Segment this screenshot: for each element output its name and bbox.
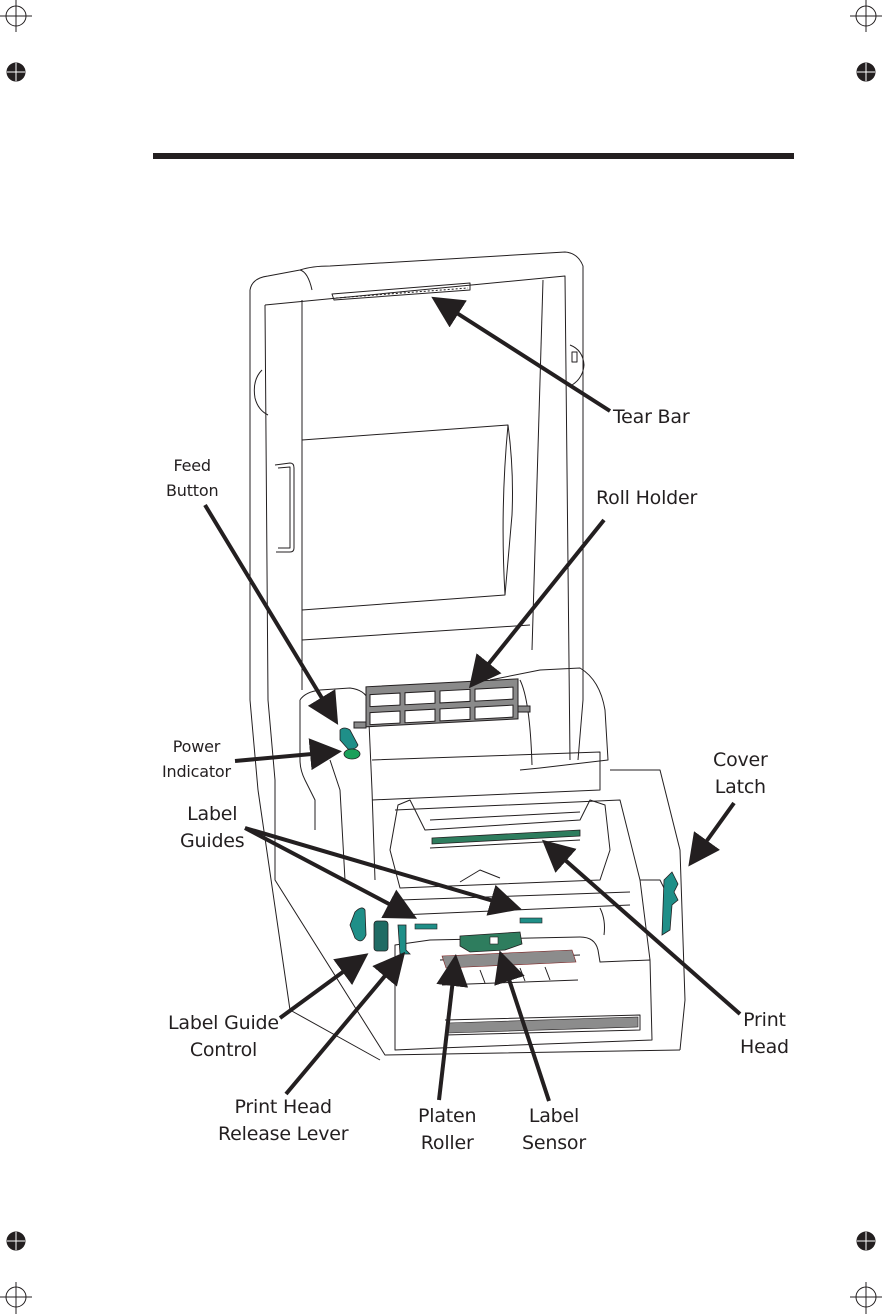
callout-line: Guides: [180, 830, 245, 852]
header-rule: [153, 153, 794, 159]
callout-label-guide-control: Label Guide Control: [168, 1010, 279, 1064]
target-icon: [856, 1231, 876, 1251]
crosshair-icon: [0, 1282, 32, 1314]
arrow-power-indicator: [234, 738, 342, 771]
callout-line: Release Lever: [218, 1123, 349, 1145]
callout-print-head: Print Head: [740, 1007, 789, 1061]
crosshair-icon: [850, 1282, 882, 1314]
callout-feed-button: Feed Button: [166, 453, 219, 503]
arrow-label-guide-control: [278, 953, 369, 1020]
callout-line: Label: [528, 1105, 580, 1127]
platen-roller: [441, 949, 577, 969]
callout-line: Head: [740, 1036, 789, 1058]
base-left-wall: [274, 780, 681, 1056]
callout-line: Feed: [173, 456, 212, 475]
callout-line: Indicator: [162, 762, 231, 781]
print-head-release-lever: [397, 924, 411, 955]
arrow-platen-roller: [436, 954, 469, 1101]
label-guide-right: [519, 917, 543, 924]
print-head: [431, 829, 581, 845]
callout-line: Print: [743, 1009, 786, 1031]
callout-print-head-release-lever: Print Head Release Lever: [218, 1094, 349, 1148]
callout-label-sensor: Label Sensor: [522, 1103, 586, 1157]
callout-label-guides: Label Guides: [180, 801, 245, 855]
arrow-label-sensor: [494, 950, 551, 1102]
arrow-roll-holder: [468, 518, 606, 689]
colored-parts: [339, 678, 679, 1034]
crosshair-icon: [0, 0, 32, 32]
callout-power-indicator: Power Indicator: [162, 734, 231, 784]
arrow-print-head-release-lever: [284, 951, 406, 1096]
callout-line: Label: [187, 803, 238, 825]
callout-tear-bar: Tear Bar: [613, 404, 690, 431]
callout-line: Label Guide: [168, 1012, 279, 1034]
callout-roll-holder: Roll Holder: [596, 485, 697, 512]
arrow-feed-button: [203, 503, 339, 725]
callout-line: Button: [166, 481, 219, 500]
arrow-tear-bar: [431, 296, 612, 413]
cover-latch: [661, 871, 679, 936]
label-guide-control: [349, 907, 367, 942]
feed-button: [339, 727, 359, 750]
callout-line: Cover: [713, 749, 768, 771]
callout-line: Sensor: [522, 1132, 586, 1154]
arrow-print-head: [541, 839, 742, 1016]
tear-bar: [331, 282, 471, 301]
callout-line: Latch: [714, 776, 766, 798]
callout-platen-roller: Platen Roller: [418, 1103, 477, 1157]
print-head-frame: [389, 799, 611, 889]
front-panel: [394, 936, 653, 1051]
callout-cover-latch: Cover Latch: [713, 747, 768, 801]
callout-line: Platen: [418, 1105, 477, 1127]
cover-window: [301, 424, 513, 611]
target-icon: [856, 62, 876, 82]
crosshair-icon: [850, 0, 882, 32]
callout-line: Control: [189, 1039, 258, 1061]
callout-arrows: [203, 296, 742, 1102]
callout-line: Print Head: [234, 1096, 332, 1118]
arrow-label-guide-1: [244, 826, 418, 919]
callout-line: Roller: [420, 1132, 474, 1154]
power-indicator-led: [343, 748, 361, 760]
arrow-label-guide-2: [244, 826, 522, 916]
roll-holder: [353, 678, 531, 729]
callout-line: Tear Bar: [613, 406, 690, 428]
arrow-cover-latch: [688, 801, 736, 867]
callout-line: Roll Holder: [596, 487, 698, 509]
target-icon: [6, 1231, 26, 1251]
cover-outer: [249, 251, 584, 761]
label-guide-left: [414, 923, 438, 930]
cover-handle: [274, 462, 295, 553]
callout-line: Power: [172, 737, 221, 756]
target-icon: [6, 62, 26, 82]
